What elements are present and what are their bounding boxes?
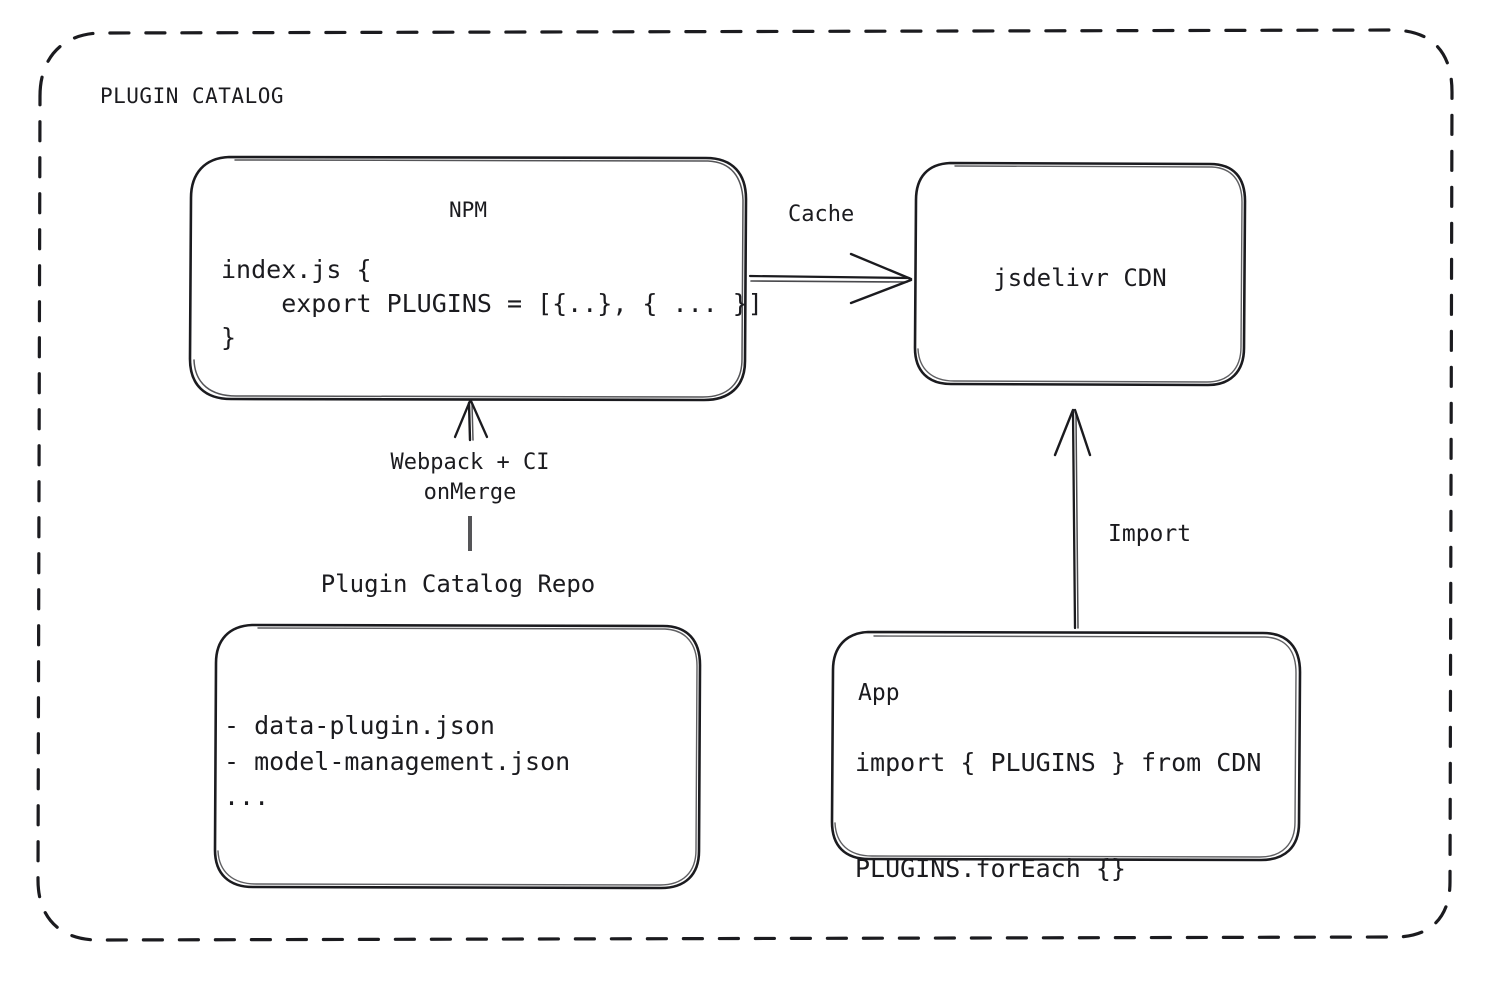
node-cdn-box [913,161,1247,387]
group-title: PLUGIN CATALOG [100,84,285,108]
node-cdn-title: jsdelivr CDN [993,264,1167,292]
edge-label-import: Import [1108,521,1192,547]
group-container-plugin-catalog [36,28,1454,942]
edge-cache-arrow [748,252,913,305]
node-repo[interactable] [215,625,700,888]
node-app-title: App [858,680,900,706]
node-repo-box [213,623,702,890]
node-npm-code: index.js { export PLUGINS = [{..}, { ...… [221,255,763,352]
edge-webpack-arrow [453,399,489,551]
node-app[interactable] [832,632,1300,860]
node-repo-external-label: Plugin Catalog Repo [320,570,596,598]
edge-label-cache: Cache [788,202,855,227]
edge-label-webpack: Webpack + CI onMerge [390,450,550,505]
node-cdn[interactable] [915,163,1245,385]
node-npm-box [188,155,748,402]
node-app-code: import { PLUGINS } from CDN PLUGINS.forE… [855,748,1262,883]
node-npm-title: NPM [449,198,487,222]
node-npm[interactable] [190,157,746,400]
edge-import-arrow [1053,408,1092,630]
node-app-box [830,630,1302,862]
node-repo-file-list: - data-plugin.json - model-management.js… [224,711,571,811]
